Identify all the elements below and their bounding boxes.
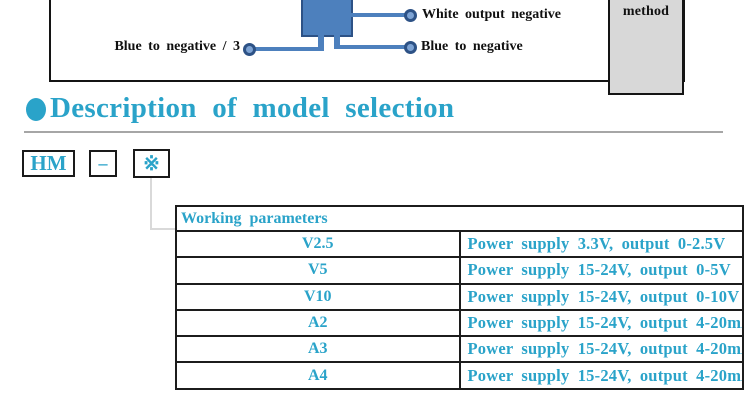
wire-leg-left [318,35,324,51]
blue-left-label: Blue to negative / 3 [114,39,240,54]
terminal-dot-white-output [404,9,417,22]
wire-blue-right [338,45,408,49]
method-box: method [608,0,684,95]
model-code-cell: A4 [175,361,461,390]
white-output-label: White output negative [422,7,561,22]
model-code-cell: A2 [175,308,461,338]
section-title: Description of model selection [50,92,455,124]
model-code-cell: V5 [175,256,461,285]
section-underline [24,131,723,133]
sensor-box [301,0,353,37]
wildcard-connector-vertical [150,178,152,230]
terminal-dot-blue-right [404,41,417,54]
blue-right-label: Blue to negative [421,39,523,54]
model-separator-box: – [89,150,117,177]
model-code-cell: A3 [175,335,461,364]
table-header: Working parameters [175,205,744,232]
model-prefix-box: HM [22,150,75,177]
wire-blue-left [249,47,321,51]
wire-white-output [351,13,408,17]
model-code-cell: V10 [175,282,461,311]
section-bullet-icon [26,98,46,121]
wildcard-connector-horizontal [150,228,175,230]
method-label: method [622,4,670,19]
table-header-row: Working parameters [175,205,744,232]
terminal-dot-left [243,43,256,56]
wire-leg-right [334,35,340,49]
model-description-cell: Power supply 15-24V, output 0-10V [458,282,744,311]
model-wildcard-box: ※ [133,149,170,178]
model-description-cell: Power supply 15-24V, output 0-5V [458,256,744,285]
model-code-cell: V2.5 [175,229,461,259]
model-description-cell: Power supply 3.3V, output 0-2.5V [458,229,744,259]
